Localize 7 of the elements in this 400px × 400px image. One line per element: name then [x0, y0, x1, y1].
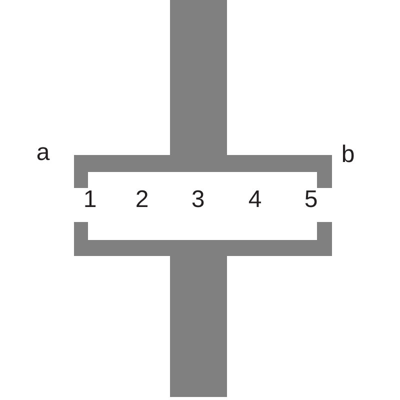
side-label: a [36, 141, 50, 165]
side-label: b [341, 143, 355, 167]
position-number: 2 [135, 188, 149, 212]
position-number: 5 [304, 188, 318, 212]
position-number: 4 [248, 188, 262, 212]
position-number: 1 [83, 188, 97, 212]
position-number: 3 [191, 188, 205, 212]
